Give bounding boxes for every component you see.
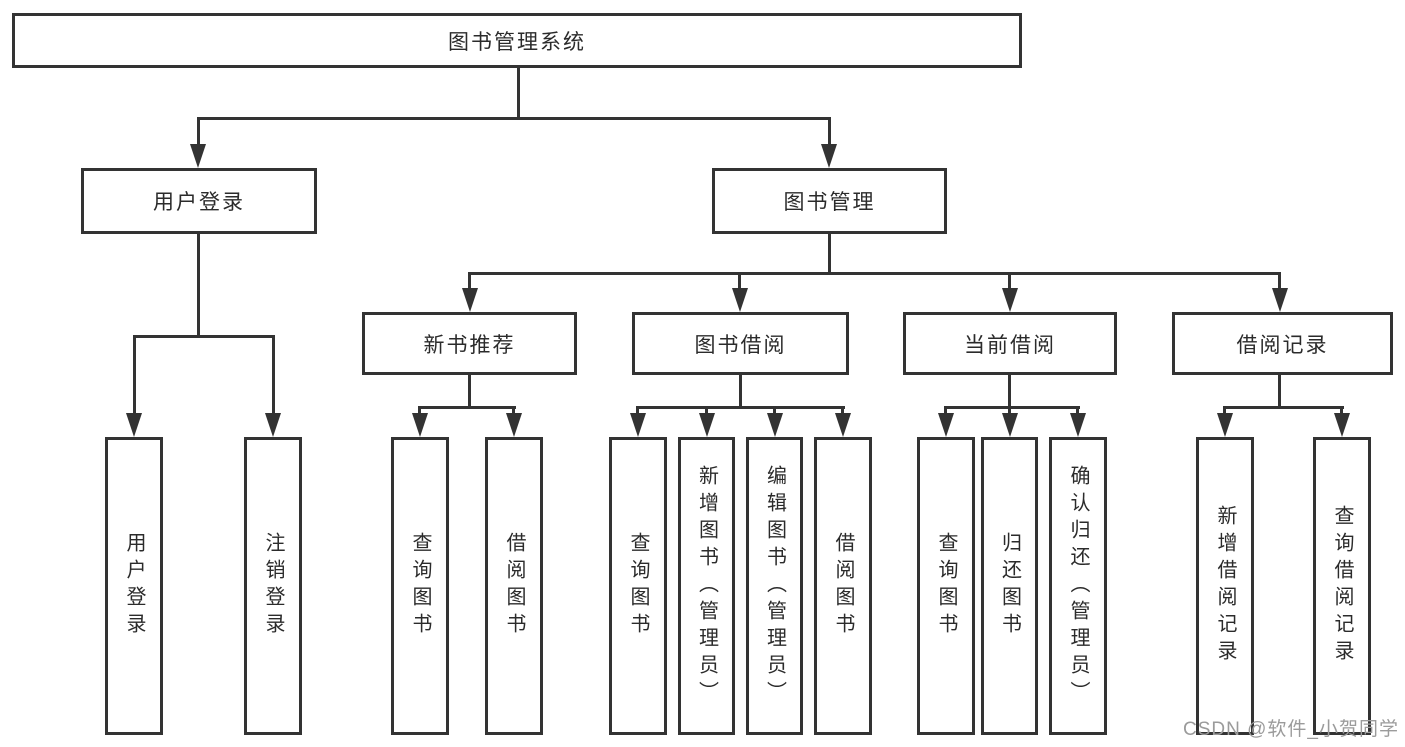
- connector-root-branch: [197, 117, 831, 120]
- connector-drop-book-management: [828, 117, 831, 147]
- leaf-label: 用户登录: [123, 532, 145, 640]
- arrow-down-icon: [412, 413, 428, 437]
- arrow-down-icon: [1217, 413, 1233, 437]
- leaf-label: 借阅图书: [832, 532, 854, 640]
- connector-drop-leaf: [512, 406, 515, 418]
- node-library-management-system: 图书管理系统: [12, 13, 1022, 68]
- connector-drop-leaf: [841, 406, 844, 418]
- arrow-down-icon: [190, 144, 206, 168]
- connector-root-stem: [517, 68, 520, 118]
- arrow-down-icon: [732, 288, 748, 312]
- arrow-down-icon: [1002, 288, 1018, 312]
- watermark: CSDN @软件_小贺同学: [1183, 719, 1399, 740]
- connector-branch: [1224, 406, 1344, 409]
- connector-drop-leaf: [133, 335, 136, 417]
- connector-drop-leaf: [705, 406, 708, 418]
- leaf-borrow-books-recommend: 借阅图书: [485, 437, 543, 735]
- leaf-confirm-return-admin: 确认归还（管理员）: [1049, 437, 1107, 735]
- arrow-down-icon: [126, 413, 142, 437]
- arrow-down-icon: [265, 413, 281, 437]
- leaf-label: 查询图书: [409, 532, 431, 640]
- arrow-down-icon: [699, 413, 715, 437]
- connector-drop-leaf: [418, 406, 421, 418]
- connector-stem: [1008, 375, 1011, 408]
- connector-branch: [637, 406, 845, 409]
- connector-drop-leaf: [944, 406, 947, 418]
- leaf-label: 查询图书: [935, 532, 957, 640]
- connector-stem: [1278, 375, 1281, 408]
- leaf-label: 新增借阅记录: [1214, 505, 1236, 667]
- leaf-query-books-borrow: 查询图书: [609, 437, 667, 735]
- leaf-logout: 注销登录: [244, 437, 302, 735]
- leaf-label: 编辑图书（管理员）: [763, 464, 786, 708]
- connector-book-management-branch: [469, 272, 1281, 275]
- leaf-query-books-current: 查询图书: [917, 437, 975, 735]
- connector-branch: [945, 406, 1080, 409]
- arrow-down-icon: [1002, 413, 1018, 437]
- leaf-edit-book-admin: 编辑图书（管理员）: [746, 437, 803, 735]
- connector-drop-new-book: [468, 272, 471, 292]
- connector-stem: [468, 375, 471, 408]
- leaf-label: 归还图书: [998, 532, 1021, 640]
- arrow-down-icon: [1272, 288, 1288, 312]
- node-label: 用户登录: [153, 191, 245, 214]
- connector-branch: [419, 406, 516, 409]
- leaf-return-books: 归还图书: [981, 437, 1038, 735]
- connector-drop-leaf: [1008, 406, 1011, 418]
- arrow-down-icon: [1334, 413, 1350, 437]
- node-label: 新书推荐: [423, 333, 516, 357]
- arrow-down-icon: [767, 413, 783, 437]
- connector-user-login-branch: [133, 335, 275, 338]
- connector-drop-leaf: [636, 406, 639, 418]
- node-label: 借阅记录: [1236, 333, 1329, 357]
- leaf-add-book-admin: 新增图书（管理员）: [678, 437, 735, 735]
- node-borrow-records: 借阅记录: [1172, 312, 1393, 375]
- leaf-label: 确认归还（管理员）: [1067, 464, 1089, 708]
- connector-drop-leaf: [1340, 406, 1343, 418]
- node-label: 图书借阅: [694, 333, 787, 357]
- connector-drop-current-borrow: [1008, 272, 1011, 292]
- node-user-login: 用户登录: [81, 168, 317, 234]
- leaf-label: 注销登录: [262, 532, 284, 640]
- arrow-down-icon: [630, 413, 646, 437]
- leaf-user-login: 用户登录: [105, 437, 163, 735]
- leaf-label: 查询图书: [627, 532, 649, 640]
- connector-drop-leaf: [1223, 406, 1226, 418]
- connector-drop-leaf: [1076, 406, 1079, 418]
- leaf-label: 新增图书（管理员）: [695, 464, 718, 708]
- connector-drop-user-login: [197, 117, 200, 147]
- node-label: 图书管理系统: [448, 30, 586, 54]
- arrow-down-icon: [821, 144, 837, 168]
- connector-drop-leaf: [272, 335, 275, 417]
- connector-drop-leaf: [773, 406, 776, 418]
- arrow-down-icon: [938, 413, 954, 437]
- node-label: 图书管理: [783, 191, 876, 214]
- node-new-book-recommend: 新书推荐: [362, 312, 577, 375]
- connector-drop-book-borrow: [738, 272, 741, 292]
- connector-book-management-stem: [828, 234, 831, 273]
- leaf-add-borrow-record: 新增借阅记录: [1196, 437, 1254, 735]
- connector-drop-borrow-records: [1278, 272, 1281, 292]
- arrow-down-icon: [1070, 413, 1086, 437]
- leaf-query-borrow-record: 查询借阅记录: [1313, 437, 1371, 735]
- node-current-borrow: 当前借阅: [903, 312, 1117, 375]
- leaf-borrow-books: 借阅图书: [814, 437, 872, 735]
- node-book-borrow: 图书借阅: [632, 312, 849, 375]
- leaf-label: 借阅图书: [503, 532, 525, 640]
- arrow-down-icon: [462, 288, 478, 312]
- leaf-label: 查询借阅记录: [1331, 505, 1353, 667]
- leaf-query-books-recommend: 查询图书: [391, 437, 449, 735]
- connector-user-login-stem: [197, 234, 200, 337]
- arrow-down-icon: [506, 413, 522, 437]
- node-label: 当前借阅: [964, 333, 1056, 357]
- arrow-down-icon: [835, 413, 851, 437]
- connector-stem: [739, 375, 742, 408]
- node-book-management: 图书管理: [712, 168, 947, 234]
